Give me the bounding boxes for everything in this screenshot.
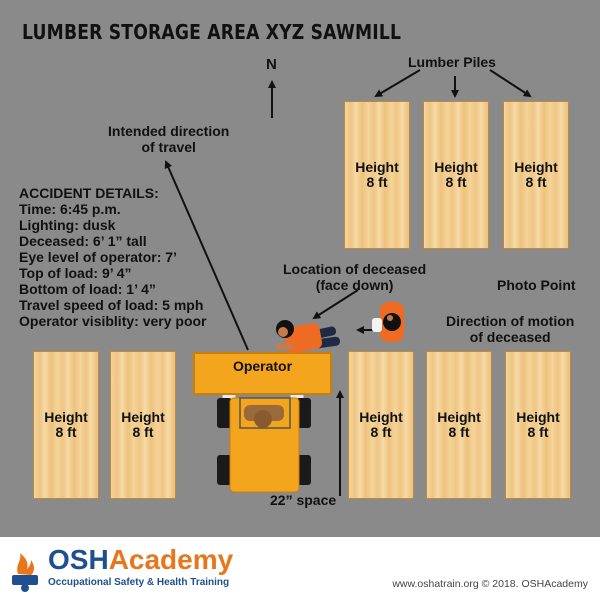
space-label: 22” space [270,492,337,508]
forklift-cage [239,397,291,429]
footer-url: www.oshatrain.org © 2018. OSHAcademy [392,578,588,590]
annotation-layer [164,69,532,496]
accident-detail-line: Top of load: 9’ 4” [19,265,132,281]
accident-details-heading: ACCIDENT DETAILS: [19,185,159,201]
accident-details: ACCIDENT DETAILS: Time: 6:45 p.m. Lighti… [19,185,207,329]
lumber-piles-label: Lumber Piles [408,54,496,70]
accident-detail-line: Travel speed of load: 5 mph [19,297,204,313]
north-label: N [266,56,277,73]
accident-detail-line: Eye level of operator: 7’ [19,249,177,265]
accident-detail-line: Time: 6:45 p.m. [19,201,121,217]
forklift-wheel [217,455,232,485]
photo-point-label: Photo Point [497,277,576,293]
deceased-location-arrow [312,289,359,320]
accident-detail-line: Lighting: dusk [19,217,116,233]
lumber-pile-arrow [374,69,421,98]
operator-head [254,410,272,428]
intended-direction-arrow [164,160,249,351]
accident-detail-line: Operator visiblity: very poor [19,313,207,329]
forklift-wheel [296,398,311,428]
forklift-load [193,352,332,395]
footer: OSHAcademy Occupational Safety & Health … [0,537,600,600]
deceased-figure [276,320,341,353]
diagram-title: LUMBER STORAGE AREA XYZ SAWMILL [22,20,402,44]
accident-detail-line: Bottom of load: 1’ 4” [19,281,156,297]
brand-tagline: Occupational Safety & Health Training [48,577,230,588]
brand-name: OSHAcademy [48,544,234,575]
lumber-pile-arrow [489,69,532,98]
forklift-wheel [296,455,311,485]
forklift-wheel [217,398,232,428]
deceased-location-label: Location of deceased(face down) [283,261,427,293]
storage-floor [0,0,600,537]
deceased-walking-figure [372,302,404,342]
oshacademy-logo-icon [12,553,38,592]
operator-label: Operator [232,358,293,374]
forklift-graphic [217,392,311,493]
accident-detail-line: Deceased: 6’ 1” tall [19,233,147,249]
